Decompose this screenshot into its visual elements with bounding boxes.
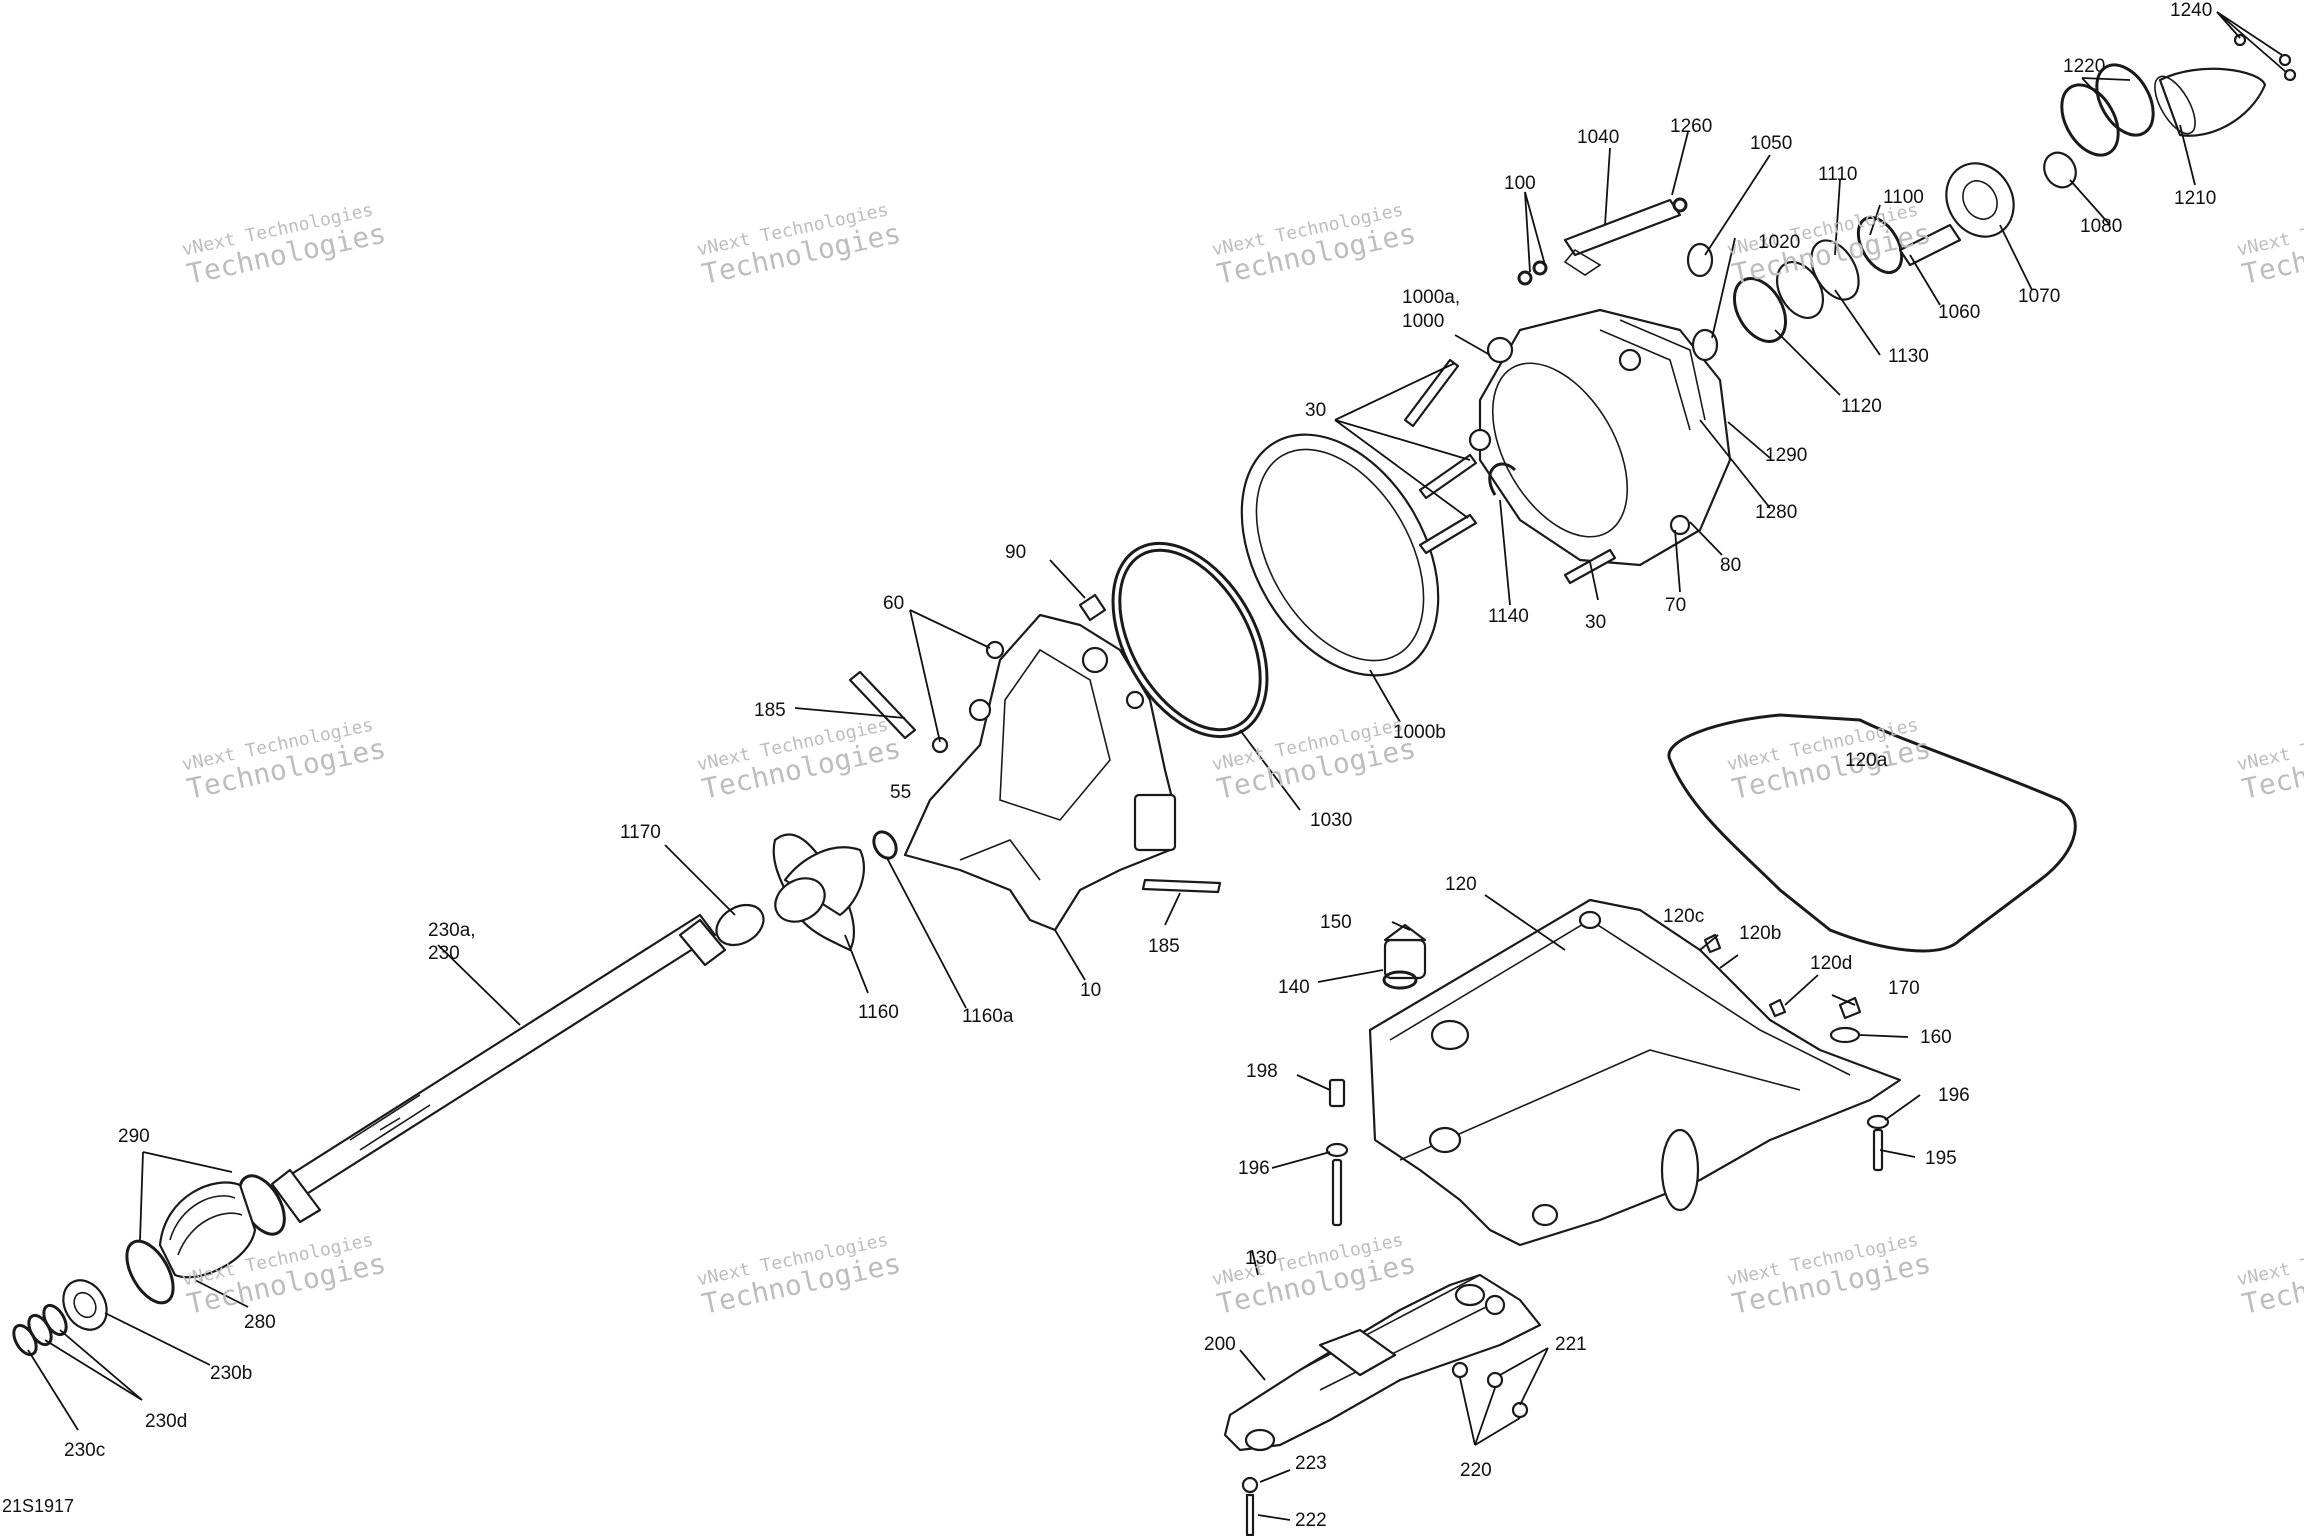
part-label: 185 — [754, 700, 786, 721]
part-label: 1050 — [1750, 133, 1793, 154]
part-label: 150 — [1320, 912, 1352, 933]
venturi-housing — [1468, 308, 1732, 567]
part-label: 70 — [1665, 595, 1687, 616]
part-label: 170 — [1888, 978, 1920, 999]
part-label: 1060 — [1938, 302, 1981, 323]
part-label: 230c — [64, 1440, 106, 1461]
part-label: 120c — [1663, 906, 1705, 927]
part-label: 1260 — [1670, 116, 1713, 137]
part-label: 1290 — [1765, 445, 1808, 466]
part-label: 120 — [1445, 874, 1477, 895]
drive-shaft — [270, 913, 727, 1224]
part-label: 1100 — [1883, 187, 1924, 208]
part-label: 220 — [1460, 1460, 1492, 1481]
part-label: 1110 — [1818, 164, 1858, 185]
part-label: 1000a, — [1402, 287, 1461, 308]
part-label: 195 — [1925, 1148, 1957, 1169]
part-label: 230a, — [428, 920, 476, 941]
part-label: 1130 — [1888, 346, 1929, 367]
part-label: 1170 — [620, 822, 661, 843]
part-label: 1030 — [1310, 810, 1353, 831]
leader-lines — [27, 11, 2287, 1521]
impeller — [715, 830, 898, 952]
part-label: 222 — [1295, 1510, 1327, 1531]
figure-id: 21S1917 — [2, 1496, 75, 1516]
part-label: 185 — [1148, 936, 1180, 957]
part-label: 10 — [1080, 980, 1102, 1001]
part-label: 230d — [145, 1411, 188, 1432]
part-label: 140 — [1278, 977, 1310, 998]
part-label: 223 — [1295, 1453, 1327, 1474]
ride-plate-gasket — [1667, 713, 2077, 953]
part-label: 1040 — [1577, 127, 1620, 148]
part-label: 1160a — [962, 1006, 1014, 1027]
part-label: 1210 — [2174, 188, 2217, 209]
part-label: 221 — [1555, 1334, 1587, 1355]
part-label: 90 — [1005, 542, 1027, 563]
part-label: 1000 — [1402, 311, 1445, 332]
part-label: 30 — [1585, 612, 1607, 633]
bearing-stack — [1686, 33, 2297, 362]
pump-support — [903, 613, 1177, 932]
part-label: 1140 — [1488, 606, 1529, 627]
part-label: 200 — [1204, 1334, 1236, 1355]
ride-plate — [1325, 898, 1902, 1247]
wear-ring — [1111, 433, 1440, 739]
part-label: 198 — [1246, 1061, 1278, 1082]
part-label: 60 — [883, 593, 905, 614]
part-label: 196 — [1938, 1085, 1970, 1106]
studs — [1403, 358, 1617, 585]
decals-and-small-parts — [848, 593, 1222, 894]
anode-and-bracket — [1517, 197, 1688, 286]
part-label: 1220 — [2063, 56, 2106, 77]
part-label: 80 — [1720, 555, 1742, 576]
part-label: 1000b — [1393, 722, 1446, 743]
part-label: 1280 — [1755, 502, 1798, 523]
part-label: 196 — [1238, 1158, 1270, 1179]
part-label: 30 — [1305, 400, 1327, 421]
part-label: 130 — [1245, 1248, 1277, 1269]
part-label: 230b — [210, 1363, 253, 1384]
part-label: 55 — [890, 782, 912, 803]
part-label: 1120 — [1841, 396, 1882, 417]
part-label: 120b — [1739, 923, 1782, 944]
part-label: 1160 — [858, 1002, 899, 1023]
part-label: 1080 — [2080, 216, 2123, 237]
part-label: 160 — [1920, 1027, 1952, 1048]
part-label: 230 — [428, 943, 460, 964]
part-label: 280 — [244, 1312, 276, 1333]
part-label: 100 — [1504, 173, 1536, 194]
part-label: 120d — [1810, 953, 1853, 974]
part-label: 290 — [118, 1126, 150, 1147]
part-label: 1240 — [2170, 0, 2213, 21]
intake-grate — [1223, 1273, 1542, 1536]
part-label: 1020 — [1758, 232, 1801, 253]
boot-and-clamps — [12, 1174, 286, 1357]
part-label: 1070 — [2018, 286, 2061, 307]
part-label: 120a — [1845, 750, 1888, 771]
